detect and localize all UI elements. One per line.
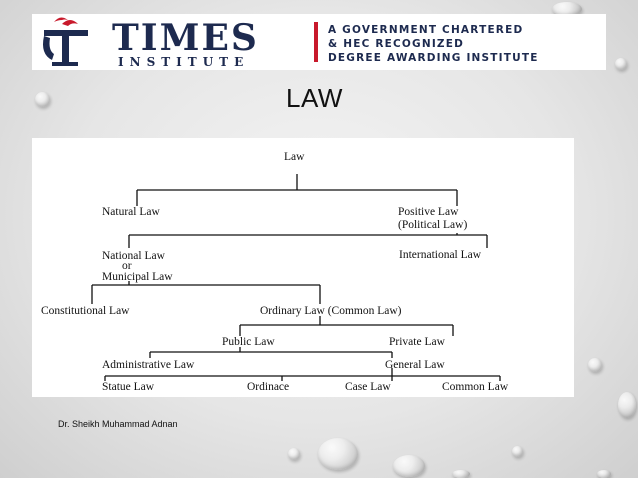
logo-tagline-line: & HEC RECOGNIZED [328, 38, 465, 50]
node-administrative-law: Administrative Law [102, 359, 195, 371]
water-drop [35, 92, 50, 107]
diagram-canvas: Law Natural Law Positive Law (Political … [41, 151, 509, 393]
node-private-law: Private Law [389, 336, 446, 348]
slide-title: LAW [286, 83, 343, 113]
water-drop [288, 448, 300, 460]
water-drop [452, 470, 470, 478]
node-ordinary-law: Ordinary Law (Common Law) [260, 305, 402, 317]
node-common-law: Common Law [442, 381, 509, 393]
node-positive-law: Positive Law [398, 206, 459, 218]
node-general-law: General Law [385, 359, 445, 371]
water-drop [393, 455, 425, 477]
connector-lines [91, 174, 501, 381]
node-law: Law [284, 151, 305, 163]
logo-subtitle: INSTITUTE [118, 55, 250, 69]
logo-wordmark: TIMES [112, 17, 259, 59]
water-drop [615, 58, 627, 70]
water-drop [512, 446, 523, 457]
logo-tagline-line: DEGREE AWARDING INSTITUTE [328, 52, 539, 64]
torch-emblem-icon [43, 17, 88, 66]
water-drop [318, 438, 358, 470]
node-ordinance: Ordinace [247, 381, 289, 393]
node-natural-law: Natural Law [102, 206, 160, 218]
node-national-law-or: or [122, 260, 132, 272]
node-public-law: Public Law [222, 336, 275, 348]
institute-logo-banner: TIMES INSTITUTE A GOVERNMENT CHARTERED &… [32, 14, 606, 70]
water-drop [588, 358, 602, 372]
node-national-law: National Law [102, 250, 166, 262]
law-classification-diagram: Law Natural Law Positive Law (Political … [32, 138, 574, 397]
water-drop [618, 392, 636, 418]
node-positive-law-sub: (Political Law) [398, 219, 467, 231]
node-international-law: International Law [399, 249, 482, 261]
logo-tagline-line: A GOVERNMENT CHARTERED [328, 24, 524, 36]
node-constitutional-law: Constitutional Law [41, 305, 130, 317]
logo-divider [314, 22, 318, 62]
footer-author: Dr. Sheikh Muhammad Adnan [58, 419, 178, 429]
node-municipal-law: Municipal Law [102, 271, 173, 283]
water-drop [552, 2, 582, 16]
node-statue-law: Statue Law [102, 381, 155, 393]
node-case-law: Case Law [345, 381, 391, 393]
water-drop [597, 470, 611, 478]
